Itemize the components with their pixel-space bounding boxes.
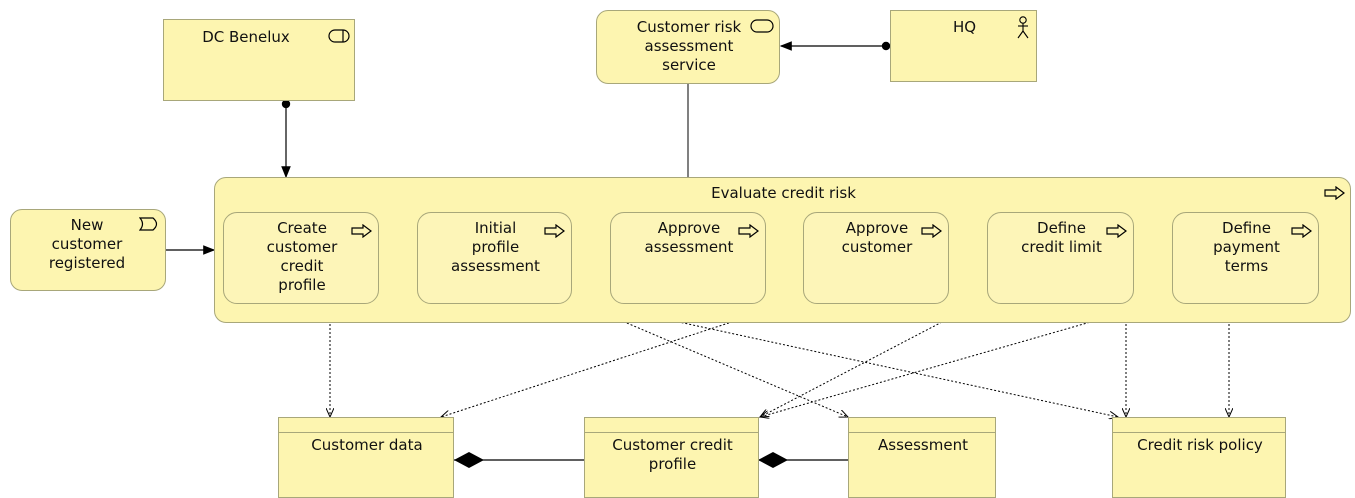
process-arrow-icon <box>921 224 942 238</box>
define-payment-terms-process[interactable]: Define payment terms <box>1172 212 1319 304</box>
risk-policy-header <box>1113 418 1285 433</box>
process-arrow-icon <box>1324 186 1345 200</box>
process-arrow-icon <box>1291 224 1312 238</box>
credit-risk-policy-object[interactable]: Credit risk policy <box>1112 417 1286 498</box>
credit-profile-header <box>585 418 758 433</box>
risk-service-node[interactable]: Customer risk assessment service <box>596 10 780 84</box>
evaluate-label: Evaluate credit risk <box>711 184 856 202</box>
initial-assessment-process[interactable]: Initial profile assessment <box>417 212 572 304</box>
process-arrow-icon <box>351 224 372 238</box>
risk-service-label: Customer risk assessment service <box>636 18 742 74</box>
dc-benelux-label: DC Benelux <box>202 28 290 46</box>
approve-customer-label: Approve customer <box>841 219 913 256</box>
process-arrow-icon <box>738 224 759 238</box>
approve-assessment-process[interactable]: Approve assessment <box>610 212 766 304</box>
edge-access-definecredit-profile <box>760 297 989 417</box>
define-credit-limit-process[interactable]: Define credit limit <box>987 212 1134 304</box>
assessment-header <box>849 418 995 433</box>
assessment-object[interactable]: Assessment <box>848 417 996 498</box>
customer-data-label: Customer data <box>311 436 423 454</box>
diamond-customerdata <box>454 452 484 468</box>
diamond-profile <box>758 452 788 468</box>
define-payment-label: Define payment terms <box>1213 219 1280 275</box>
risk-policy-label: Credit risk policy <box>1137 436 1263 454</box>
customer-credit-profile-object[interactable]: Customer credit profile <box>584 417 759 498</box>
create-profile-label: Create customer credit profile <box>266 219 338 294</box>
new-customer-event[interactable]: New customer registered <box>10 209 166 291</box>
credit-profile-label: Customer credit profile <box>612 436 733 473</box>
define-credit-label: Define credit limit <box>1021 219 1102 256</box>
process-arrow-icon <box>1106 224 1127 238</box>
approve-customer-process[interactable]: Approve customer <box>803 212 949 304</box>
approve-assessment-label: Approve assessment <box>644 219 734 256</box>
evaluate-credit-risk-process[interactable]: Evaluate credit risk <box>214 177 1351 323</box>
customer-data-header <box>279 418 453 433</box>
event-icon <box>139 217 158 231</box>
process-arrow-icon <box>544 224 565 238</box>
create-profile-process[interactable]: Create customer credit profile <box>223 212 379 304</box>
new-customer-label: New customer registered <box>48 216 126 272</box>
initial-assessment-label: Initial profile assessment <box>451 219 540 275</box>
edge-access-initial-assessment <box>567 297 848 417</box>
node-device-icon <box>328 29 350 43</box>
dc-benelux-node[interactable]: DC Benelux <box>163 19 355 101</box>
hq-label: HQ <box>952 18 977 36</box>
hq-actor-node[interactable]: HQ <box>890 10 1037 82</box>
actor-icon <box>1017 16 1029 39</box>
customer-data-object[interactable]: Customer data <box>278 417 454 498</box>
assessment-label: Assessment <box>878 436 968 454</box>
service-icon <box>750 19 774 33</box>
